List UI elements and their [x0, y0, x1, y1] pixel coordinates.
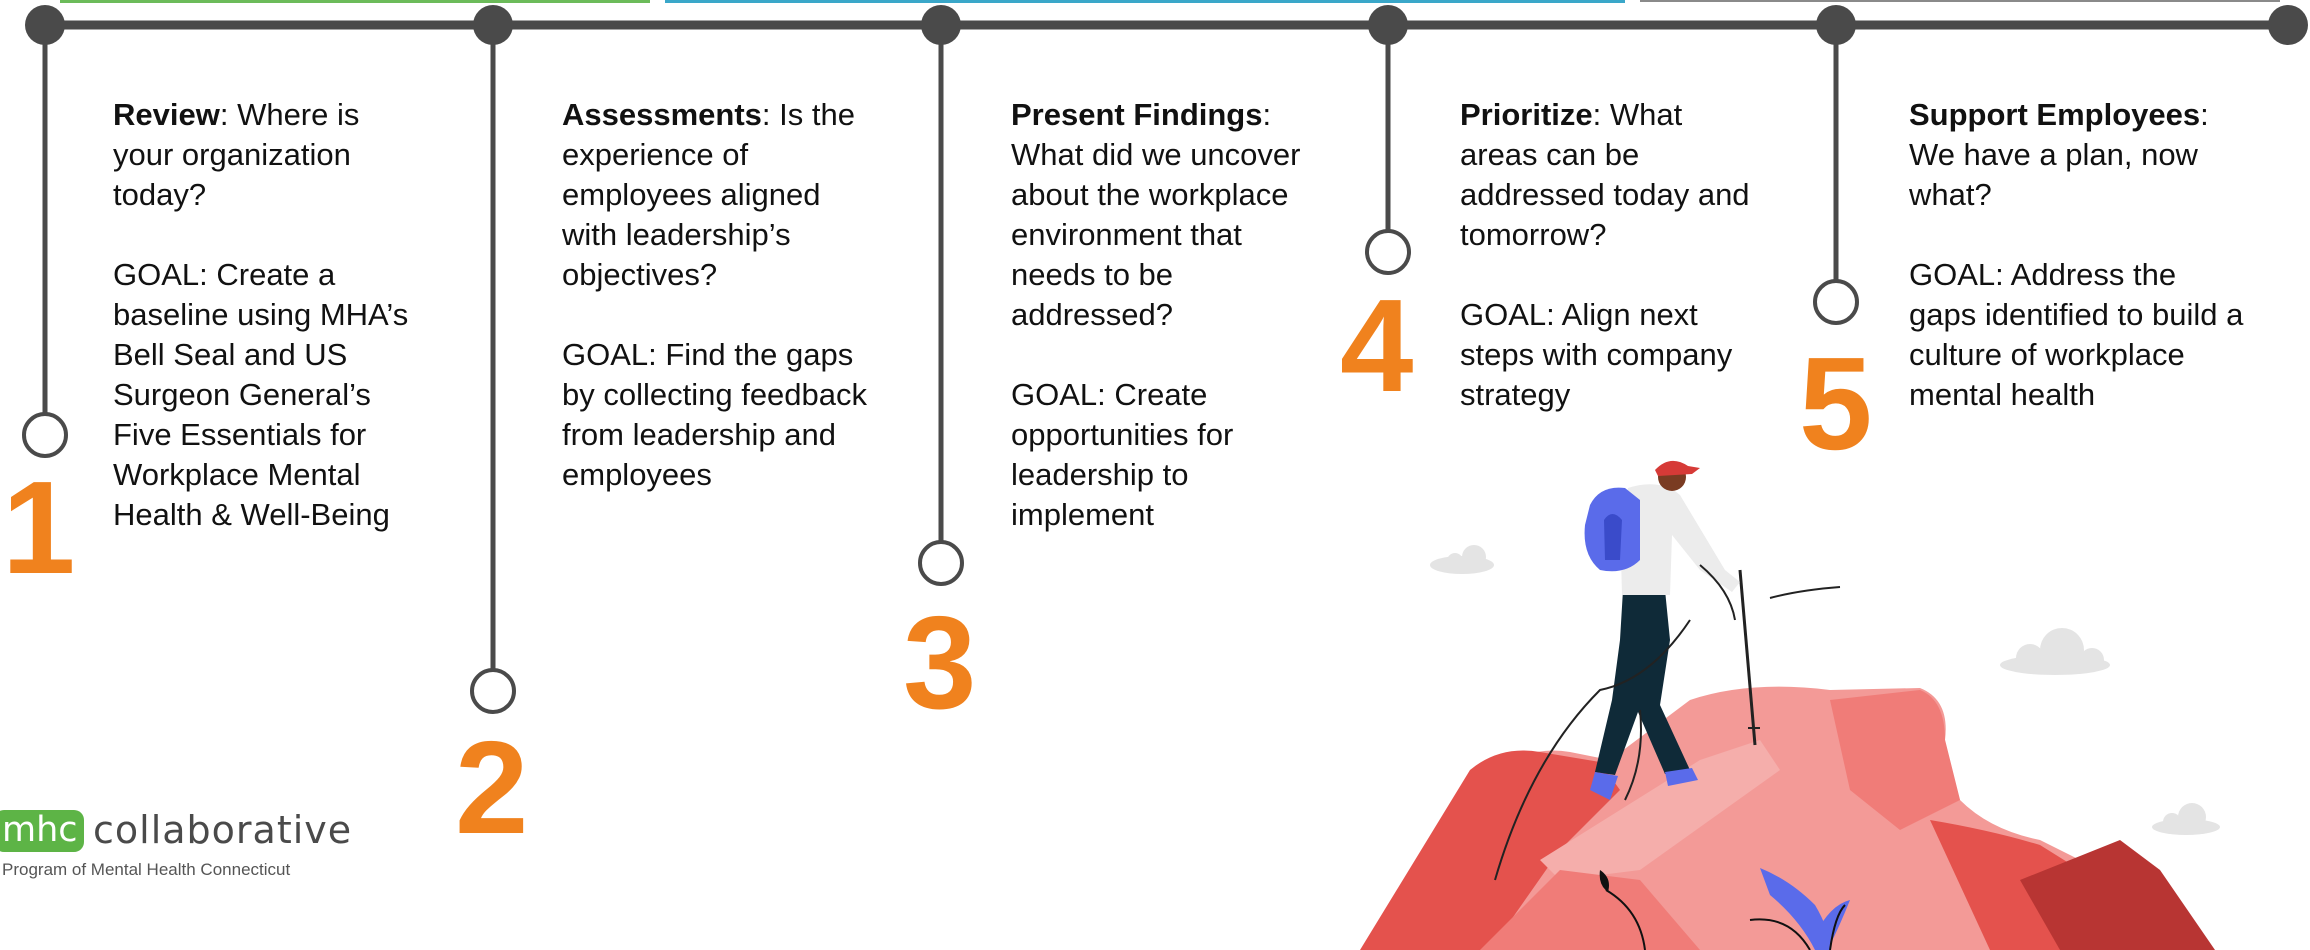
step-3-goal: GOAL: Create opportunities for leadershi…	[1011, 377, 1234, 532]
step-1-text: Review: Where is your organization today…	[113, 95, 423, 575]
step-3-title: Present Findings	[1011, 97, 1263, 132]
step-4-title: Prioritize	[1460, 97, 1593, 132]
step-2-title: Assessments	[562, 97, 762, 132]
step-3-text: Present Findings: What did we uncover ab…	[1011, 95, 1311, 575]
mountain-illustration	[1360, 686, 2215, 950]
step-5-goal: GOAL: Address the gaps identified to bui…	[1909, 257, 2244, 412]
cloud-icon	[2000, 628, 2110, 675]
step-number-2: 2	[455, 714, 529, 861]
leaf-icon	[1599, 870, 1646, 950]
logo-tagline: Program of Mental Health Connecticut	[2, 860, 291, 879]
mhc-collaborative-logo: mhc collaborative Program of Mental Heal…	[0, 805, 380, 895]
logo-wordmark: collaborative	[93, 808, 353, 852]
timeline-node-end	[2268, 5, 2308, 45]
cloud-icon	[1430, 545, 1494, 574]
step-5-text: Support Employees: We have a plan, now w…	[1909, 95, 2249, 455]
step-2-question: : Is the experience of employees aligned…	[562, 97, 855, 292]
step-5-title: Support Employees	[1909, 97, 2201, 132]
step-2-prompt: Assessments: Is the experience of employ…	[562, 95, 872, 295]
drop-end-circle-1	[22, 412, 68, 458]
drop-end-circle-5	[1813, 279, 1859, 325]
leaf-icon	[1749, 868, 1850, 950]
step-1-goal: GOAL: Create a baseline using MHA’s Bell…	[113, 257, 409, 532]
hiker-illustration	[1494, 460, 1841, 881]
step-4-goal: GOAL: Align next steps with company stra…	[1460, 297, 1733, 412]
step-1-title: Review	[113, 97, 220, 132]
step-4-text: Prioritize: What areas can be addressed …	[1460, 95, 1760, 455]
drop-end-circle-2	[470, 668, 516, 714]
drop-end-circle-3	[918, 540, 964, 586]
step-2-text: Assessments: Is the experience of employ…	[562, 95, 872, 535]
top-accent-green	[60, 0, 650, 3]
step-4-prompt: Prioritize: What areas can be addressed …	[1460, 95, 1760, 255]
drop-end-circle-4	[1365, 229, 1411, 275]
step-1-prompt: Review: Where is your organization today…	[113, 95, 423, 215]
logo-mhc-badge: mhc	[0, 810, 84, 852]
cloud-icon	[2152, 803, 2220, 835]
step-5-question: : We have a plan, now what?	[1909, 97, 2209, 212]
top-accent-teal	[665, 0, 1625, 3]
top-accent-gray	[1640, 0, 2280, 2]
step-4-question: : What areas can be addressed today and …	[1460, 97, 1750, 252]
step-2-goal: GOAL: Find the gaps by collecting feedba…	[562, 337, 868, 492]
step-3-question: : What did we uncover about the workplac…	[1011, 97, 1301, 332]
step-1-question: : Where is your organization today?	[113, 97, 360, 212]
step-5-prompt: Support Employees: We have a plan, now w…	[1909, 95, 2249, 215]
step-number-4: 4	[1340, 272, 1414, 419]
step-number-5: 5	[1799, 330, 1873, 477]
step-number-3: 3	[903, 589, 977, 736]
step-number-1: 1	[2, 454, 76, 601]
step-3-prompt: Present Findings: What did we uncover ab…	[1011, 95, 1311, 335]
